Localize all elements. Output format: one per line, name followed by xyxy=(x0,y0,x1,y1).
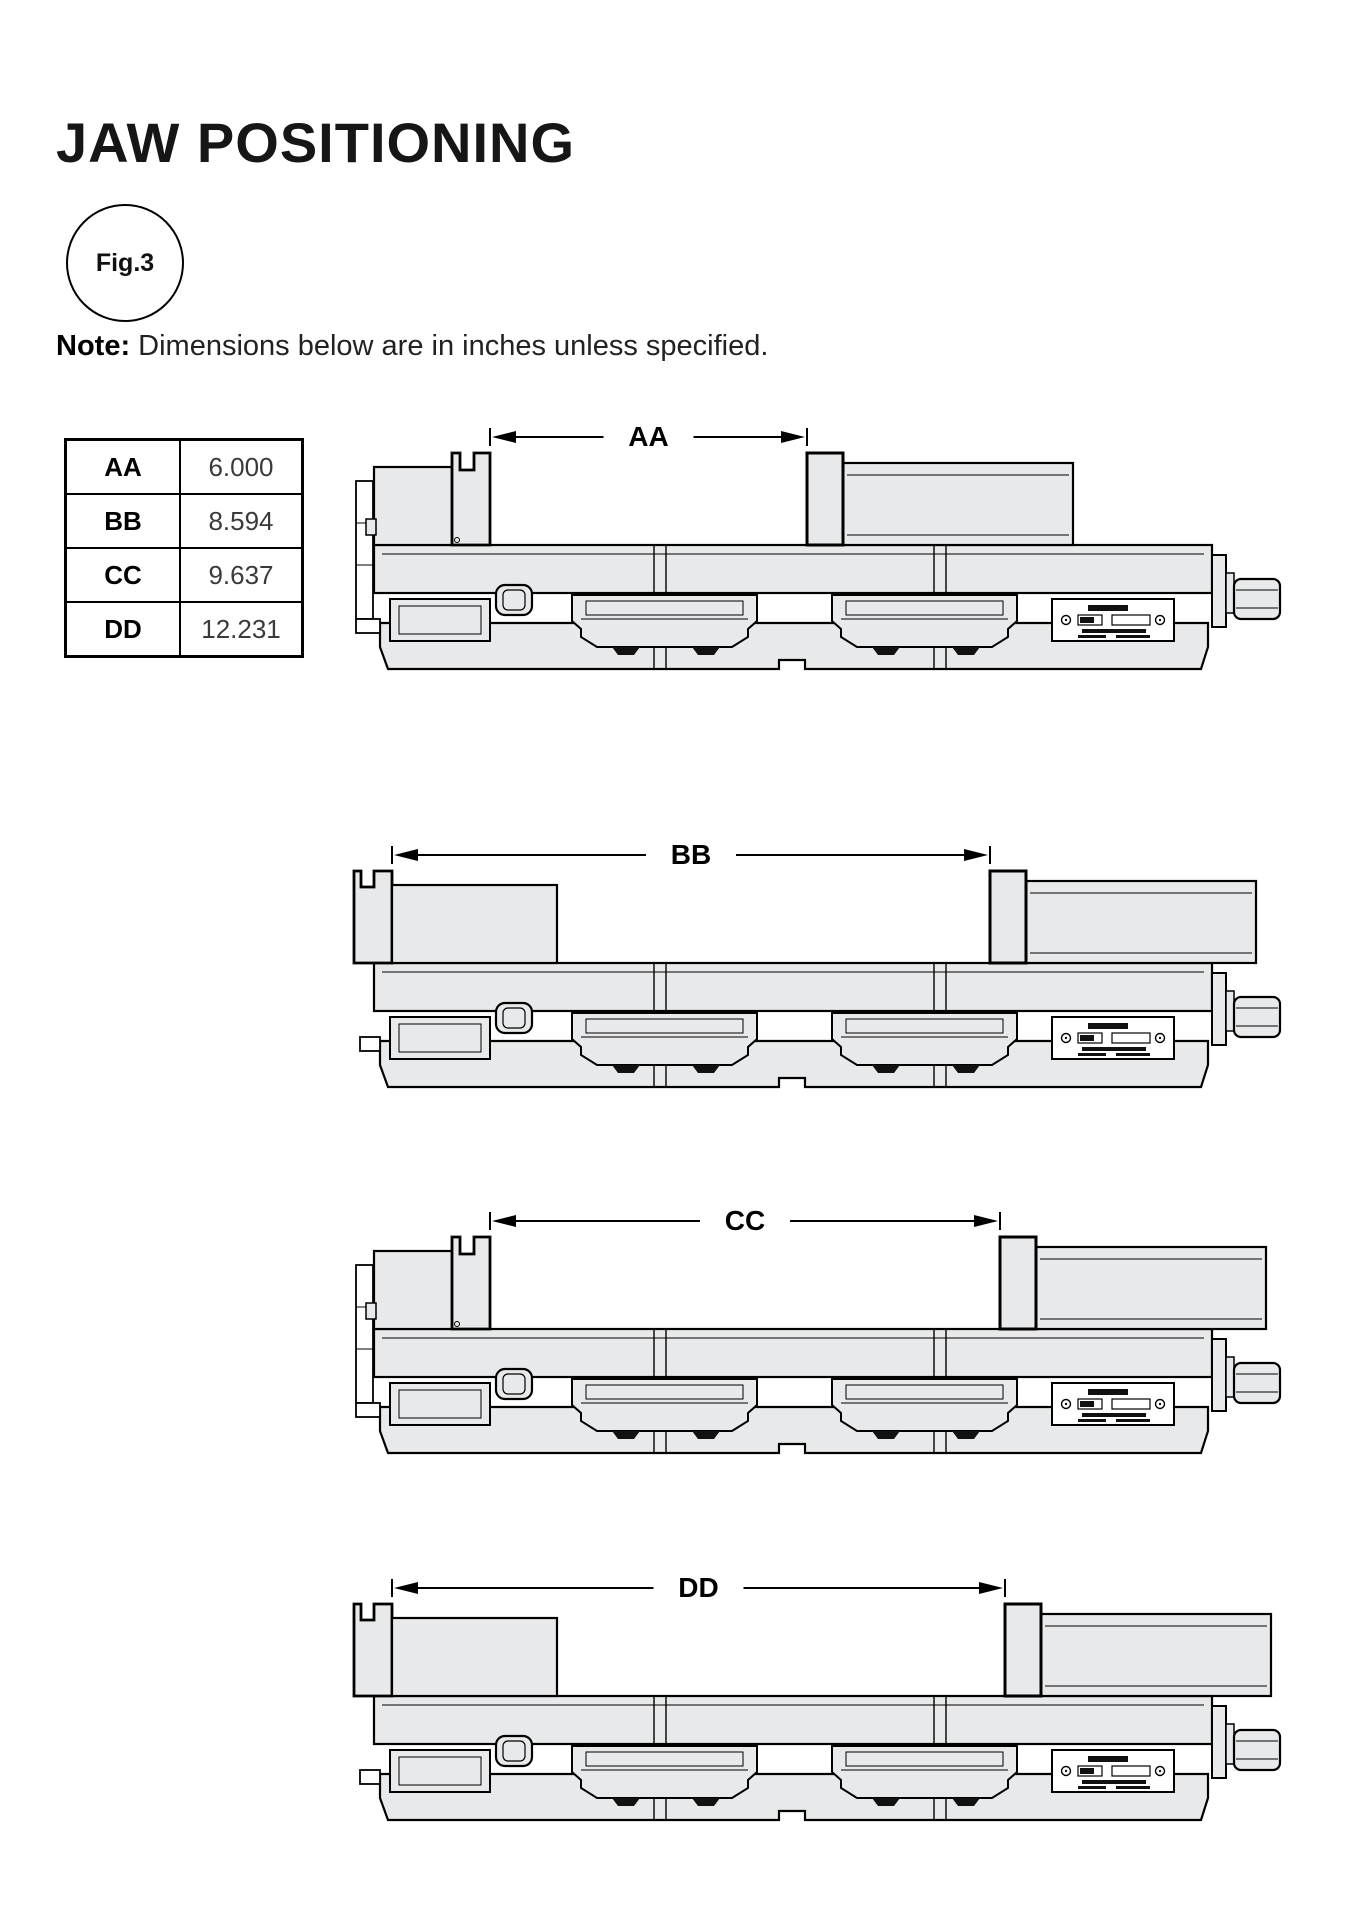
figure-number-label: Fig.3 xyxy=(95,248,155,277)
figure-AA-jaw-position: AA xyxy=(272,423,1282,683)
svg-text:DD: DD xyxy=(678,1574,718,1603)
vise-technical-drawing: AA xyxy=(355,423,1282,671)
dimension-label: DD xyxy=(64,601,181,658)
vise-technical-drawing: DD xyxy=(352,1574,1282,1822)
svg-text:CC: CC xyxy=(725,1207,765,1236)
dimension-label: AA xyxy=(64,438,181,495)
dimension-table: AA 6.000 BB 8.594 CC 9.637 DD 12.231 xyxy=(64,438,304,658)
page-title: JAW POSITIONING xyxy=(56,110,576,174)
dimension-label: CC xyxy=(64,547,181,603)
svg-text:BB: BB xyxy=(671,841,711,870)
note-text: Dimensions below are in inches unless sp… xyxy=(130,330,769,362)
dimension-label: BB xyxy=(64,493,181,549)
note-label: Note: xyxy=(56,330,131,362)
vise-technical-drawing: BB xyxy=(352,841,1282,1089)
table-row: CC 9.637 xyxy=(64,547,304,603)
note-line: Note: Dimensions below are in inches unl… xyxy=(56,330,768,363)
dimension-value: 6.000 xyxy=(179,438,304,495)
figure-number-badge: Fig.3 xyxy=(66,204,184,322)
dimension-value: 9.637 xyxy=(179,547,304,603)
svg-text:AA: AA xyxy=(628,423,668,452)
dimension-value: 8.594 xyxy=(179,493,304,549)
figure-BB-jaw-position: BB xyxy=(272,841,1282,1101)
figure-CC-jaw-position: CC xyxy=(272,1207,1282,1467)
table-row: DD 12.231 xyxy=(64,601,304,658)
figure-DD-jaw-position: DD xyxy=(272,1574,1282,1834)
dimension-value: 12.231 xyxy=(179,601,304,658)
table-row: AA 6.000 xyxy=(64,438,304,495)
vise-technical-drawing: CC xyxy=(355,1207,1282,1455)
table-row: BB 8.594 xyxy=(64,493,304,549)
